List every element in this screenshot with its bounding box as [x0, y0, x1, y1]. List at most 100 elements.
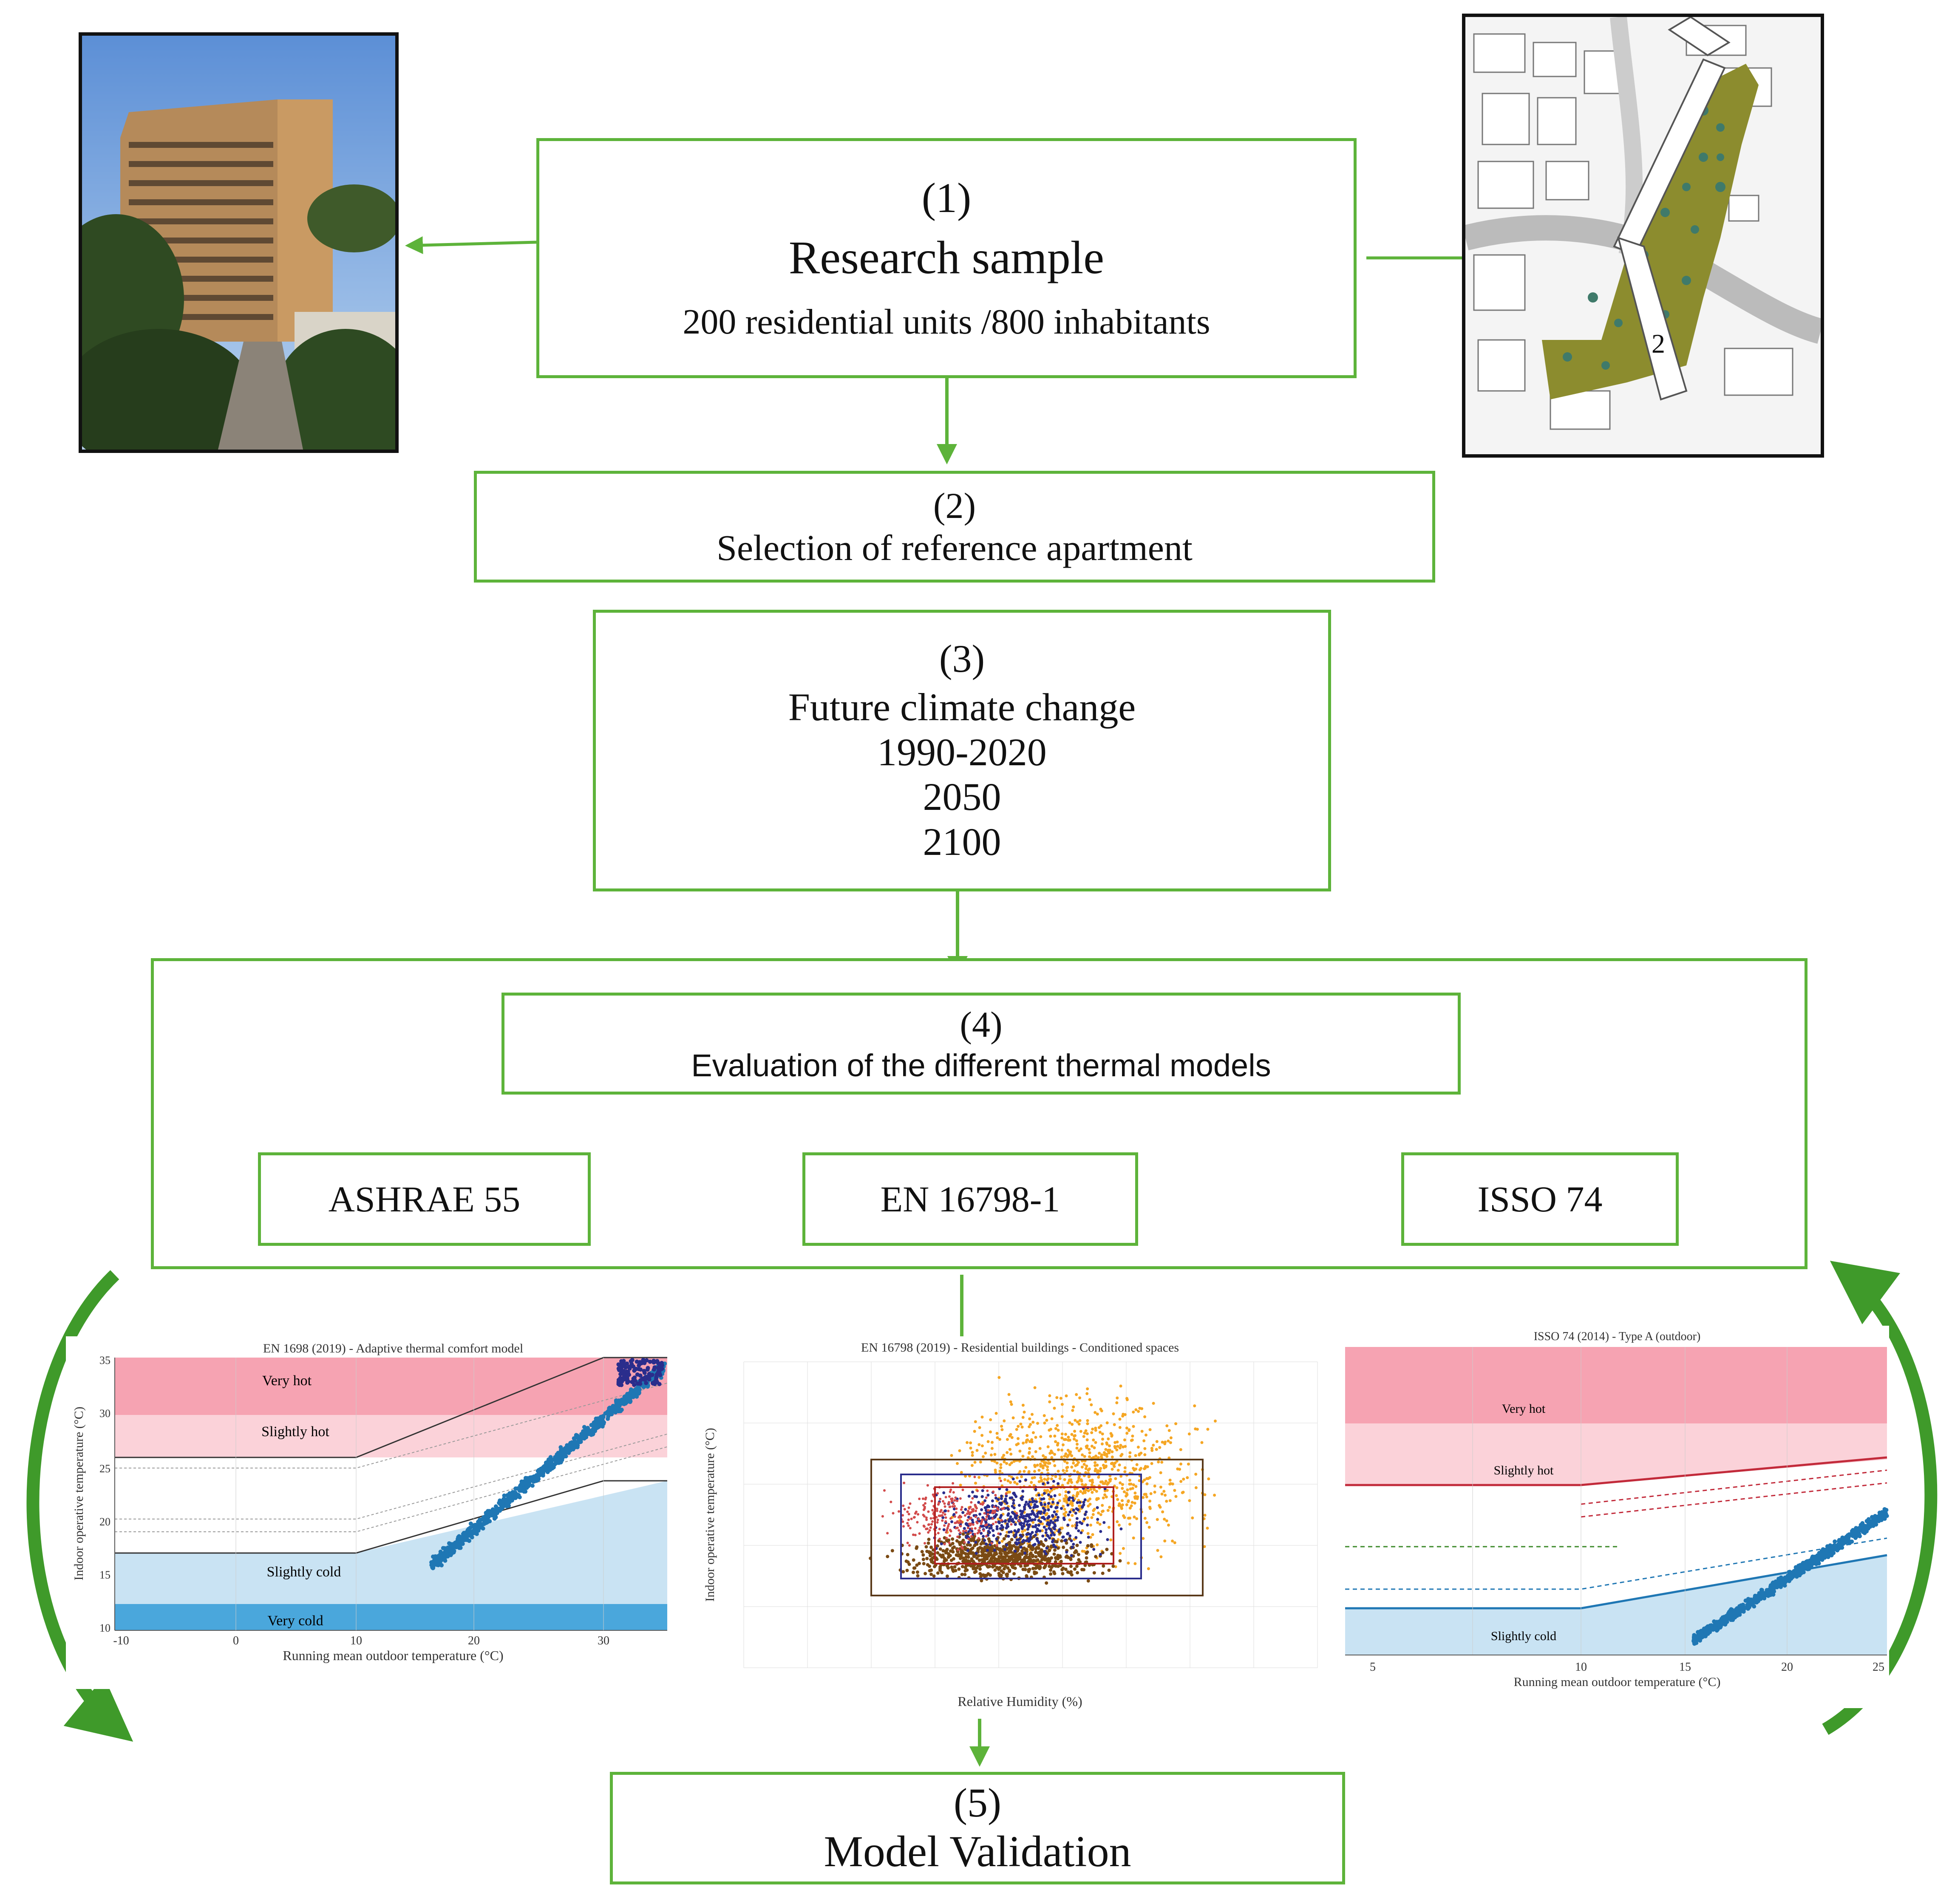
scatter-point [953, 1499, 956, 1502]
scatter-point [1017, 1519, 1020, 1522]
scatter-point [1168, 1479, 1172, 1482]
scatter-point [1105, 1464, 1108, 1468]
scatter-point [972, 1555, 976, 1559]
scatter-point [1079, 1447, 1082, 1451]
scatter-point [1143, 1447, 1147, 1450]
scatter-point [1000, 1425, 1003, 1428]
scatter-point [1060, 1436, 1064, 1440]
scatter-point [1064, 1567, 1068, 1571]
scatter-point [1064, 1433, 1067, 1436]
scatter-point [1043, 1492, 1046, 1495]
scatter-point [1079, 1541, 1082, 1544]
scatter-point [1136, 1446, 1140, 1449]
scatter-point [992, 1522, 994, 1525]
scatter-point [1203, 1493, 1207, 1497]
scatter-point [1063, 1514, 1067, 1517]
scatter-point [1214, 1419, 1217, 1423]
scatter-point [992, 1560, 996, 1564]
scatter-point [940, 1542, 943, 1545]
scatter-point [1114, 1565, 1117, 1568]
scatter-point [912, 1570, 915, 1574]
scatter-point [988, 1527, 992, 1530]
scatter-point [1115, 1486, 1119, 1489]
scatter-point [1010, 1523, 1013, 1526]
model-isso-box: ISSO 74 [1401, 1152, 1679, 1246]
scatter-point [1089, 1536, 1092, 1539]
scatter-point [1716, 1622, 1720, 1627]
scatter-point [1082, 1463, 1086, 1466]
scatter-point [1079, 1490, 1082, 1493]
scatter-point [1006, 1438, 1009, 1441]
scatter-point [1723, 1618, 1728, 1622]
scatter-point [1033, 1570, 1037, 1574]
scatter-point [951, 1542, 955, 1545]
scatter-point [1060, 1432, 1064, 1436]
scatter-point [1024, 1466, 1028, 1469]
scatter-point [959, 1553, 963, 1557]
scatter-point [990, 1447, 994, 1450]
scatter-point [1075, 1524, 1079, 1527]
scatter-point [467, 1532, 472, 1536]
scatter-point [1109, 1538, 1113, 1542]
scatter-point [980, 1495, 984, 1498]
scatter-point [912, 1533, 915, 1536]
scatter-point [1130, 1439, 1133, 1442]
scatter-point [1179, 1480, 1183, 1483]
scatter-point [1043, 1503, 1047, 1506]
scatter-point [959, 1519, 962, 1522]
scatter-point [973, 1495, 977, 1498]
scatter-point [982, 1535, 985, 1538]
scatter-point [1128, 1429, 1130, 1432]
scatter-point [610, 1407, 615, 1412]
scatter-point [1045, 1528, 1048, 1531]
scatter-point [906, 1511, 909, 1513]
scatter-point [1020, 1515, 1023, 1518]
scatter-point [1001, 1456, 1004, 1459]
scatter-point [1027, 1514, 1030, 1518]
scatter-point [1050, 1477, 1053, 1480]
scatter-point [1117, 1504, 1121, 1507]
scatter-point [986, 1509, 989, 1512]
scatter-point [1071, 1514, 1074, 1517]
scatter-point [439, 1563, 444, 1567]
scatter-point [953, 1515, 956, 1518]
scatter-point [1109, 1432, 1113, 1435]
scatter-point [1090, 1445, 1094, 1448]
scatter-point [1034, 1555, 1038, 1559]
scatter-point [998, 1477, 1001, 1480]
scatter-point [1145, 1477, 1148, 1480]
scatter-point [1031, 1497, 1034, 1500]
scatter-point [622, 1377, 626, 1382]
scatter-point [992, 1534, 995, 1537]
scatter-point [1013, 1493, 1017, 1497]
scatter-point [1008, 1434, 1011, 1437]
scatter-point [1014, 1557, 1017, 1561]
scatter-point [1003, 1565, 1007, 1568]
scatter-point [883, 1489, 886, 1492]
scatter-point [1064, 1494, 1068, 1497]
label-slightly-cold: Slightly cold [267, 1564, 341, 1580]
scatter-point [971, 1521, 975, 1524]
scatter-point [1026, 1528, 1029, 1531]
scatter-point [1186, 1476, 1189, 1480]
scatter-point [966, 1549, 969, 1552]
scatter-point [1007, 1519, 1011, 1523]
chart-1-xlabel: Running mean outdoor temperature (°C) [283, 1648, 503, 1663]
scatter-point [944, 1516, 947, 1519]
scatter-point [962, 1530, 965, 1533]
scatter-point [1005, 1462, 1009, 1465]
zone-very-cold [115, 1604, 667, 1630]
scatter-point [1083, 1432, 1086, 1434]
step-3-title: Future climate change [788, 685, 1136, 729]
scatter-point [1069, 1558, 1073, 1562]
scatter-point [1191, 1516, 1194, 1519]
scatter-point [1020, 1475, 1023, 1478]
scatter-point [1075, 1446, 1079, 1450]
scatter-point [1027, 1537, 1031, 1540]
scatter-point [1739, 1604, 1744, 1609]
scatter-point [1086, 1422, 1089, 1426]
scatter-point [973, 1533, 976, 1536]
scatter-point [1713, 1625, 1718, 1630]
scatter-point [961, 1559, 965, 1563]
scatter-point [963, 1527, 966, 1530]
